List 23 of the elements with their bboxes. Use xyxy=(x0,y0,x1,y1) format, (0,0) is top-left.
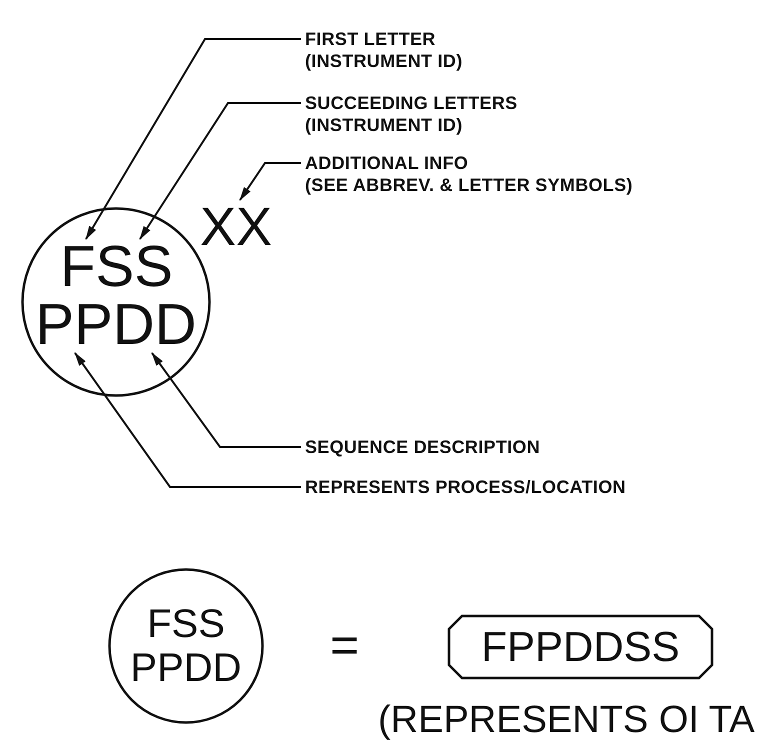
tag-letters: FSS xyxy=(59,239,174,294)
leader-line xyxy=(151,352,301,448)
equals-sign: = xyxy=(330,618,360,673)
leader-line xyxy=(74,352,301,488)
callout-text: (INSTRUMENT ID) xyxy=(305,114,464,136)
callout-text: (SEE ABBREV. & LETTER SYMBOLS) xyxy=(305,174,634,196)
tag-letters: XX xyxy=(198,200,274,255)
callout-text: ADDITIONAL INFO xyxy=(305,152,470,174)
tag-box xyxy=(448,615,713,679)
leader-line xyxy=(239,162,301,201)
tag-text: FPPDDSS xyxy=(481,624,680,670)
callout-text: REPRESENTS PROCESS/LOCATION xyxy=(305,476,627,498)
leader-line xyxy=(139,102,301,240)
callout-text: SEQUENCE DESCRIPTION xyxy=(305,436,542,458)
tag-text: PPDD xyxy=(130,646,242,690)
tag-letters: PPDD xyxy=(31,297,201,353)
callout-text: SUCCEEDING LETTERS xyxy=(305,92,518,114)
note-text: (REPRESENTS OI TA xyxy=(378,700,755,742)
tag-text: FSS xyxy=(147,602,225,646)
leader-line xyxy=(85,38,301,240)
instrument-circle xyxy=(108,568,264,724)
callout-text: FIRST LETTER xyxy=(305,28,437,50)
callout-text: (INSTRUMENT ID) xyxy=(305,50,464,72)
